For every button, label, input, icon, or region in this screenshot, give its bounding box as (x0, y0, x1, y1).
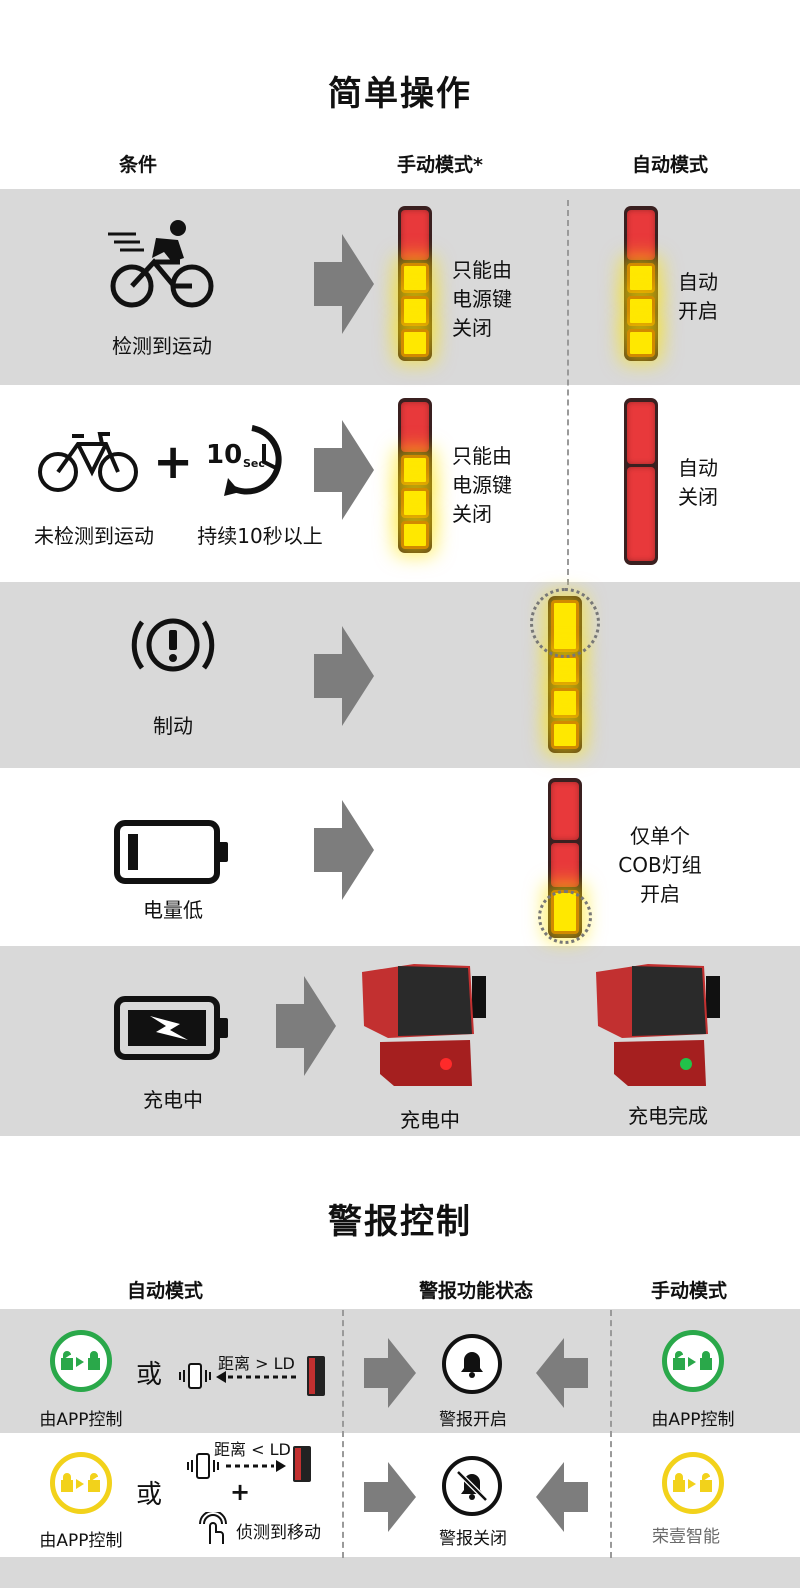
bell-icon (442, 1334, 502, 1394)
distance-less-label: 距离 < LD (214, 1440, 291, 1459)
highlight-circle (530, 588, 600, 658)
bicycle-icon (38, 432, 138, 492)
arrow-right-icon (314, 800, 374, 900)
cyclist-icon (108, 220, 214, 308)
auto-app-control-label-2: 由APP控制 (39, 1531, 123, 1551)
battery-low-icon (114, 820, 228, 884)
arrow-right-icon (364, 1462, 416, 1532)
low-battery-note: 仅单个 COB灯组 开启 (618, 824, 702, 906)
condition-brake-label: 制动 (153, 714, 193, 738)
condition-duration-label: 持续10秒以上 (197, 524, 323, 548)
bottom-band (0, 1557, 800, 1588)
column-header-alarm-status: 警报功能状态 (418, 1280, 533, 1302)
arrow-right-icon (276, 976, 336, 1076)
plus-sign: + (230, 1478, 251, 1506)
highlight-circle (538, 890, 592, 944)
auto-app-control-label: 由APP控制 (39, 1410, 123, 1430)
phone-vibrate-icon (179, 1363, 211, 1389)
charged-state-label: 充电完成 (628, 1104, 708, 1128)
motion-detected-label: 侦测到移动 (236, 1523, 321, 1543)
auto-note-row1: 自动 开启 (678, 270, 718, 323)
timer-unit: Sec (243, 457, 265, 470)
timer-icon (224, 425, 282, 496)
arrow-left-icon (536, 1462, 588, 1532)
brake-warning-icon (131, 618, 215, 672)
arrow-right-icon (314, 420, 374, 520)
hand-touch-icon (199, 1512, 227, 1544)
arrow-left-icon (536, 1338, 588, 1408)
section-title-alarm-control: 警报控制 (328, 1202, 472, 1242)
lock-to-unlock-yellow-icon (50, 1452, 112, 1514)
column-divider (567, 200, 569, 585)
device-charged-green-icon (596, 964, 720, 1086)
lamp-manual-row1 (398, 206, 432, 361)
arrow-left-dotted-icon (216, 1371, 300, 1383)
device-charging-red-icon (362, 964, 486, 1086)
arrow-right-dotted-icon (226, 1460, 286, 1472)
manual-app-control-label: 由APP控制 (651, 1410, 735, 1430)
condition-no-motion-label: 未检测到运动 (34, 524, 154, 548)
bell-off-icon (442, 1456, 502, 1516)
lamp-auto-row2-off (624, 398, 658, 565)
alarm-off-status-label: 警报关闭 (439, 1529, 507, 1549)
or-label: 或 (136, 1480, 163, 1510)
device-small-icon (307, 1356, 325, 1396)
charging-state-label: 充电中 (400, 1108, 460, 1132)
condition-motion-label: 检测到运动 (112, 334, 212, 358)
timer-number: 10 (206, 440, 243, 470)
watermark: 荣壹智能 (652, 1527, 720, 1547)
arrow-right-icon (364, 1338, 416, 1408)
column-divider (610, 1310, 612, 1558)
lock-to-unlock-yellow-icon (662, 1452, 724, 1514)
unlock-to-lock-green-icon (50, 1330, 112, 1392)
lamp-manual-row2 (398, 398, 432, 553)
unlock-to-lock-green-icon (662, 1330, 724, 1392)
distance-greater-label: 距离 > LD (218, 1354, 295, 1373)
row-brake-band (0, 582, 800, 768)
column-header-auto-mode: 自动模式 (126, 1280, 203, 1302)
phone-vibrate-icon (187, 1453, 219, 1479)
column-header-manual: 手动模式* (397, 154, 483, 176)
plus-sign: + (153, 434, 194, 490)
battery-charging-icon (114, 996, 228, 1060)
column-header-manual-mode: 手动模式 (650, 1280, 727, 1302)
arrow-right-icon (314, 234, 374, 334)
or-label: 或 (136, 1360, 163, 1390)
condition-charging-label: 充电中 (143, 1088, 203, 1112)
column-header-auto: 自动模式 (631, 154, 708, 176)
lamp-auto-row1 (624, 206, 658, 361)
auto-note-row2: 自动 关闭 (678, 456, 718, 509)
manual-note-row2: 只能由 电源键 关闭 (452, 444, 512, 526)
alarm-on-status-label: 警报开启 (439, 1410, 507, 1430)
section-title-simple-operation: 简单操作 (328, 74, 472, 114)
column-divider (342, 1310, 344, 1558)
column-header-condition: 条件 (118, 154, 157, 176)
condition-low-battery-label: 电量低 (143, 898, 203, 922)
manual-note-row1: 只能由 电源键 关闭 (452, 258, 512, 340)
device-small-icon (293, 1446, 311, 1482)
arrow-right-icon (314, 626, 374, 726)
